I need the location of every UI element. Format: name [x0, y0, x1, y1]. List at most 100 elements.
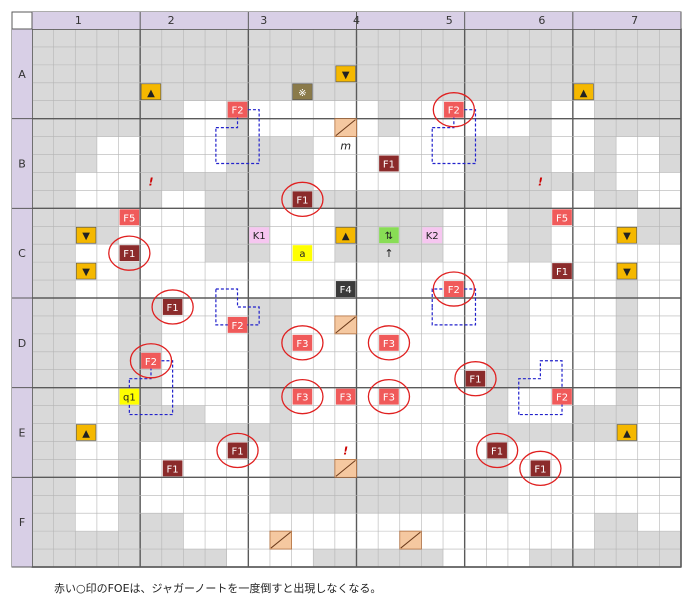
svg-text:▲: ▲ — [147, 88, 155, 99]
foe-circle — [454, 361, 497, 397]
stairs-icon: ▲ — [335, 226, 356, 244]
svg-text:F1: F1 — [534, 464, 546, 475]
stairs-icon: ▼ — [335, 65, 356, 83]
svg-text:F1: F1 — [491, 446, 503, 457]
map-patrol-routes — [128, 109, 563, 416]
foe-marker: F1 — [465, 370, 486, 387]
map-annotations: m!!!↑ — [148, 140, 542, 458]
svg-text:F1: F1 — [296, 195, 308, 206]
foe-marker: F1 — [162, 299, 183, 315]
svg-text:F1: F1 — [383, 160, 395, 171]
svg-text:q1: q1 — [123, 393, 136, 404]
svg-text:K2: K2 — [426, 231, 439, 242]
foe-circle — [216, 432, 259, 469]
svg-text:▼: ▼ — [623, 267, 631, 278]
foe-marker: F2 — [141, 352, 161, 369]
stairs-icon: ▲ — [75, 424, 97, 441]
column-header: 5 — [446, 14, 453, 27]
patrol-route — [215, 109, 260, 165]
stairs-icon: ▼ — [616, 262, 638, 280]
svg-text:F3: F3 — [340, 393, 352, 404]
foe-marker: F5 — [552, 209, 572, 226]
svg-text:F5: F5 — [123, 213, 135, 224]
foe-marker: F3 — [292, 334, 313, 351]
column-header: 6 — [538, 14, 545, 27]
svg-text:⇅: ⇅ — [385, 231, 393, 242]
map-annotation: ↑ — [384, 247, 393, 260]
column-header: 1 — [75, 14, 82, 27]
foe-circle — [129, 343, 173, 379]
svg-text:F3: F3 — [296, 339, 308, 350]
foe-circle — [475, 432, 519, 469]
foe-marker: F1 — [162, 460, 183, 477]
foe-marker: F1 — [119, 245, 140, 262]
svg-text:F1: F1 — [167, 464, 179, 475]
foe-circle — [108, 235, 151, 271]
foe-circle — [281, 181, 324, 218]
warning-mark: ! — [538, 175, 543, 188]
key-marker: K2 — [422, 227, 443, 244]
svg-text:F2: F2 — [145, 357, 157, 368]
svg-text:F1: F1 — [167, 303, 179, 314]
foe-marker: F1 — [379, 155, 399, 172]
patrol-route — [128, 360, 174, 416]
foe-marker: F1 — [292, 191, 313, 208]
svg-text:a: a — [299, 249, 305, 260]
svg-text:※: ※ — [298, 88, 306, 99]
foe-circle — [281, 325, 324, 361]
foe-marker: F2 — [444, 101, 464, 118]
shortcut-marker: ⇅ — [379, 227, 399, 244]
foe-marker: F2 — [552, 388, 572, 405]
treasure-icon: ※ — [292, 83, 313, 101]
foe-marker: F3 — [379, 388, 399, 405]
door-tile — [399, 530, 422, 550]
foe-marker: F1 — [530, 460, 551, 477]
svg-text:▼: ▼ — [342, 70, 350, 81]
svg-text:K1: K1 — [253, 231, 266, 242]
map-annotation: m — [340, 140, 351, 153]
svg-text:F3: F3 — [383, 393, 395, 404]
stairs-icon: ▼ — [75, 226, 97, 244]
svg-text:F2: F2 — [231, 106, 243, 117]
svg-text:F1: F1 — [123, 249, 135, 260]
row-header: C — [18, 247, 26, 260]
key-marker: K1 — [249, 227, 269, 244]
foe-marker: F2 — [227, 101, 248, 118]
door-tile — [334, 458, 357, 478]
column-header: 7 — [631, 14, 638, 27]
svg-text:F1: F1 — [231, 446, 243, 457]
row-header: F — [19, 516, 25, 529]
svg-text:F2: F2 — [231, 321, 243, 332]
svg-text:▲: ▲ — [342, 231, 350, 242]
foe-marker: F3 — [292, 388, 313, 405]
door-tile — [334, 315, 357, 335]
floor-tile — [443, 208, 508, 263]
svg-text:F3: F3 — [296, 393, 308, 404]
svg-text:F2: F2 — [448, 106, 460, 117]
patrol-route — [215, 288, 260, 326]
door-tile — [269, 530, 293, 550]
foe-circle — [432, 92, 476, 128]
row-header: B — [18, 158, 26, 171]
foe-circle — [367, 378, 411, 415]
patrol-route — [431, 109, 477, 165]
stairs-icon: ▲ — [616, 424, 638, 441]
svg-text:▲: ▲ — [82, 429, 90, 440]
foe-marker: F4 — [335, 281, 356, 297]
stairs-icon: ▲ — [573, 83, 594, 101]
svg-text:▲: ▲ — [580, 88, 588, 99]
foe-marker: F1 — [227, 442, 248, 459]
event-marker: q1 — [119, 388, 140, 405]
row-header: E — [19, 427, 26, 440]
svg-text:F2: F2 — [556, 393, 568, 404]
svg-text:F1: F1 — [469, 375, 481, 386]
door-tile — [334, 118, 357, 137]
stairs-icon: ▼ — [75, 262, 97, 280]
foe-marker: F3 — [335, 388, 356, 405]
foe-marker: F2 — [227, 316, 248, 333]
svg-text:▼: ▼ — [82, 267, 90, 278]
event-marker: a — [292, 245, 313, 262]
